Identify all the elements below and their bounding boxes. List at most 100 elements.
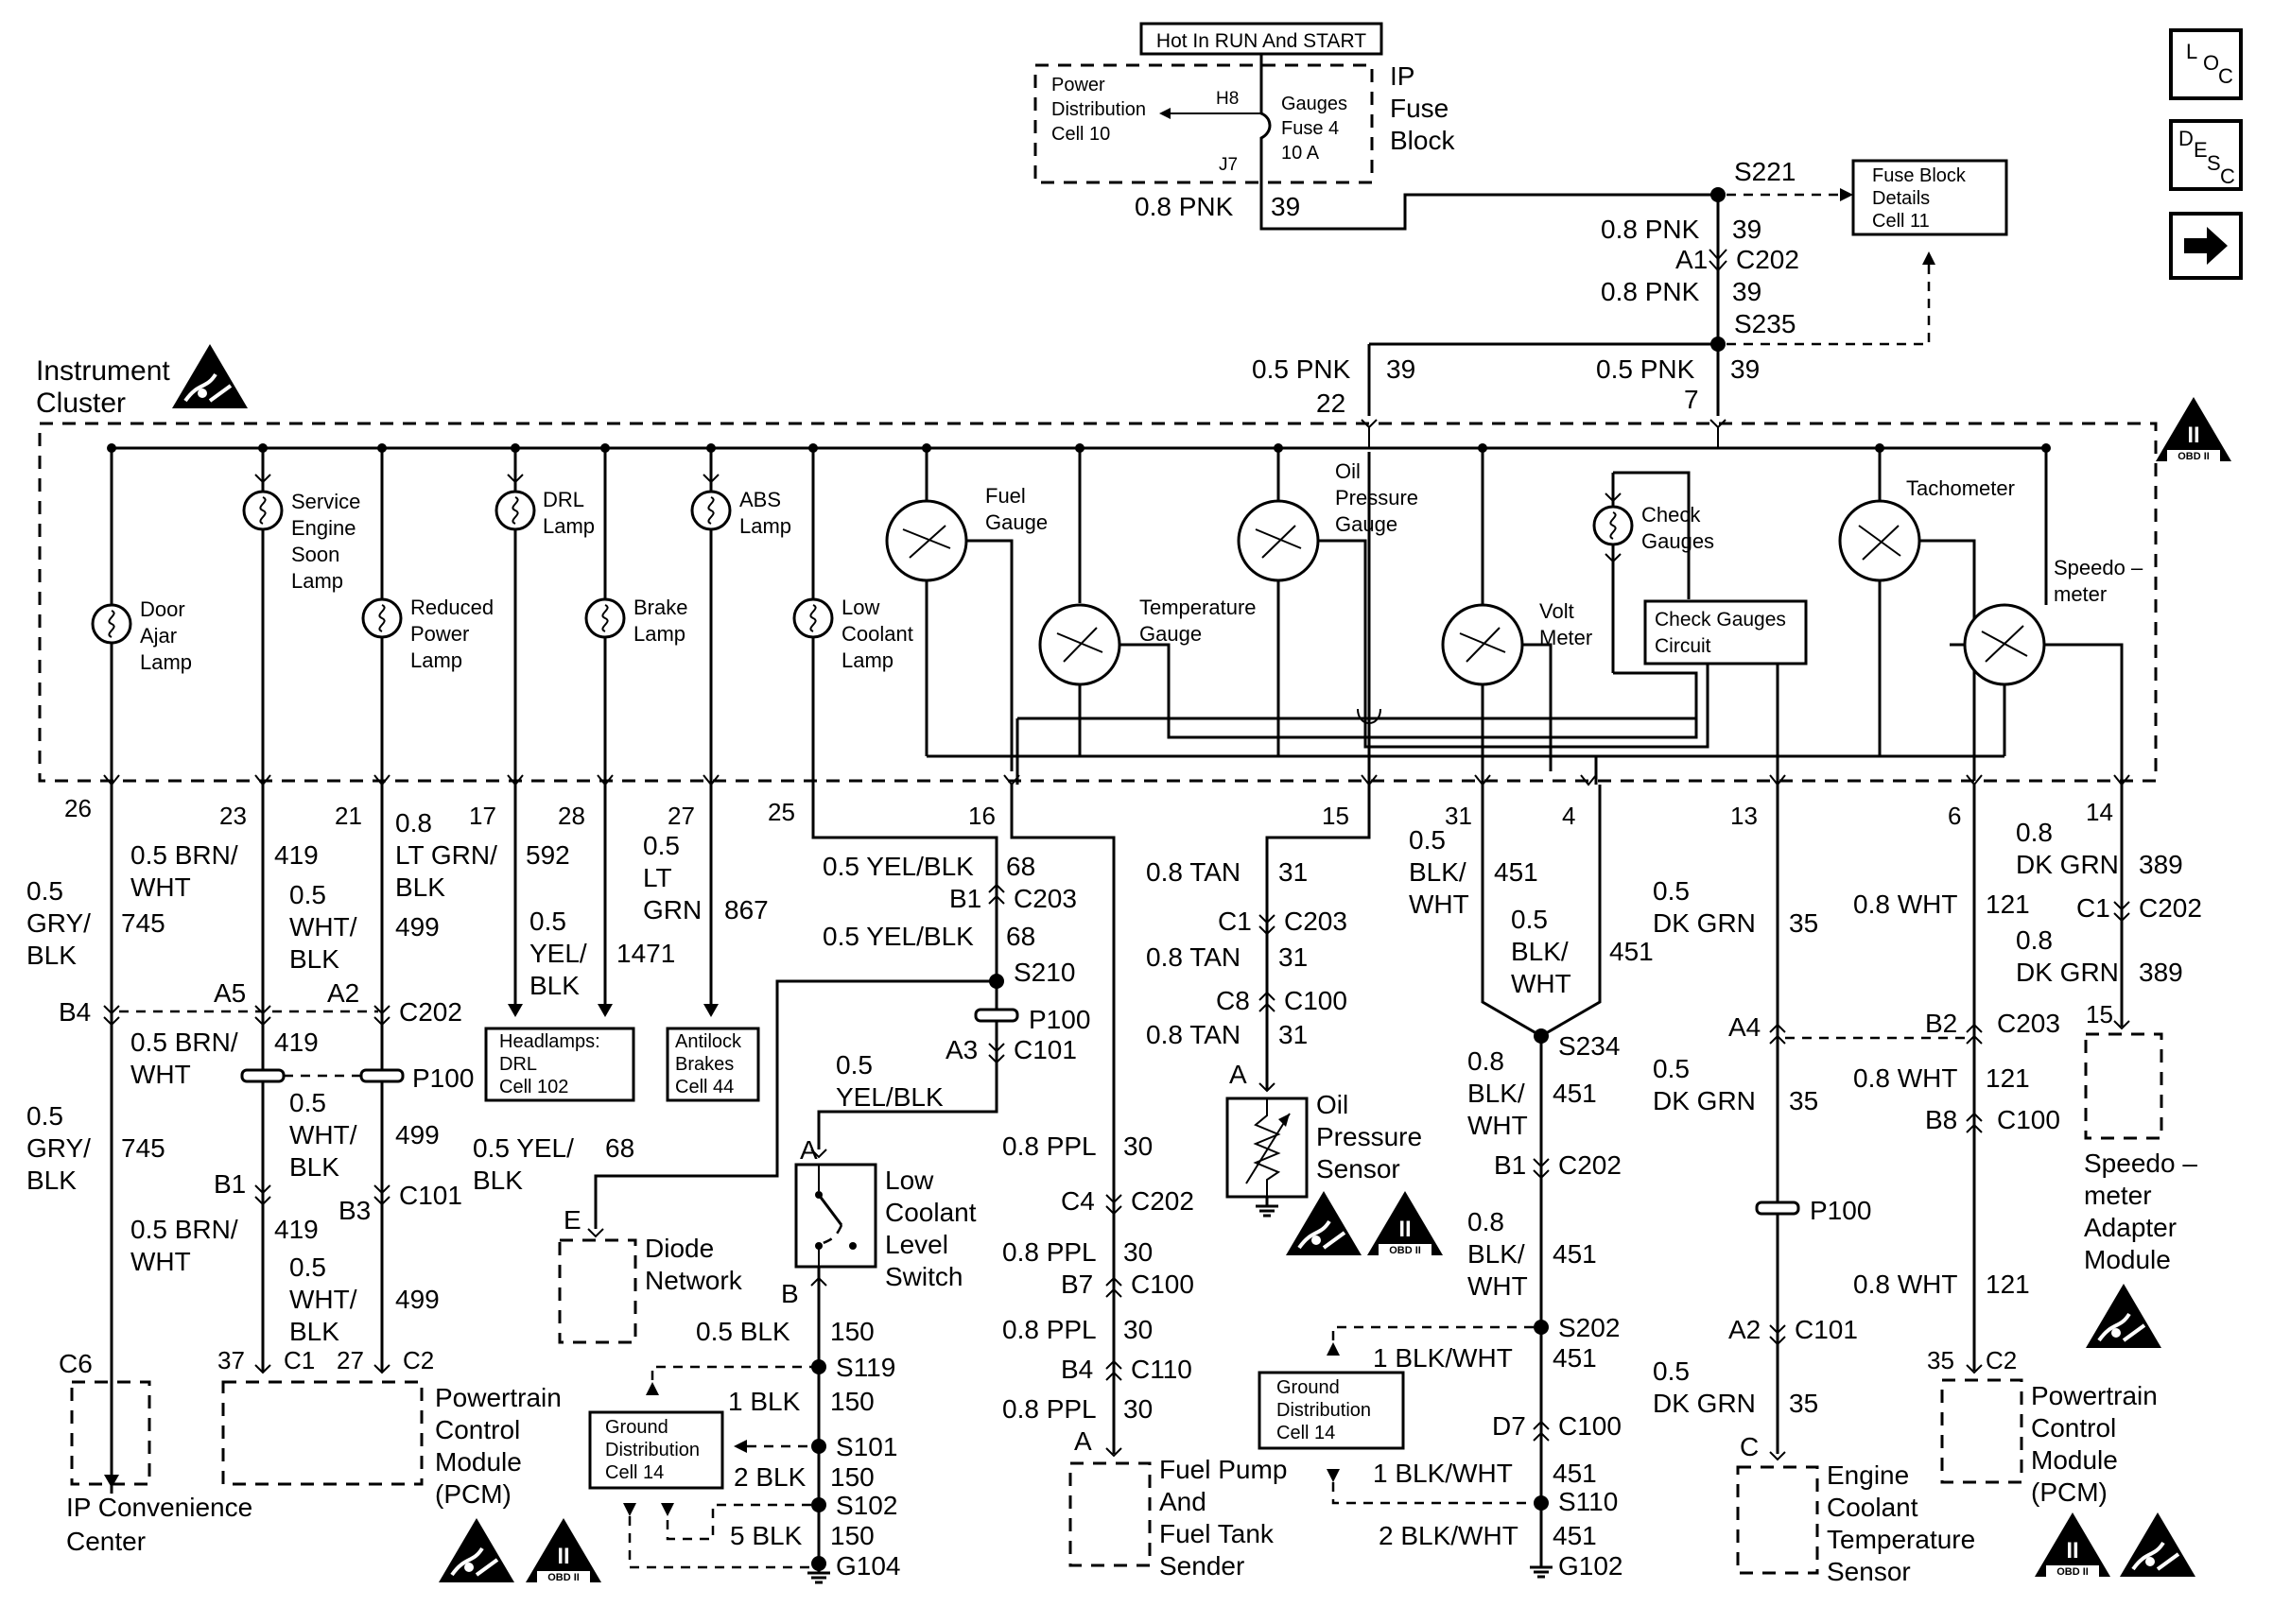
svg-text:451: 451 — [1553, 1239, 1597, 1269]
svg-text:0.8 WHT: 0.8 WHT — [1853, 1270, 1957, 1299]
svg-text:E: E — [2194, 138, 2208, 162]
svg-text:Module: Module — [2084, 1245, 2171, 1274]
svg-text:Fuel: Fuel — [985, 484, 1026, 508]
fuse-block-details: Fuse Block Details Cell 11 — [1851, 159, 2008, 236]
svg-text:Service: Service — [291, 490, 360, 513]
svg-text:C202: C202 — [1736, 245, 1799, 274]
svg-text:Door: Door — [140, 597, 185, 621]
svg-text:C100: C100 — [1131, 1270, 1194, 1299]
desc-button[interactable]: D E S C — [2169, 119, 2243, 191]
svg-text:Fuse Block: Fuse Block — [1872, 165, 1967, 186]
connector-c202-top — [1709, 249, 1727, 272]
svg-text:389: 389 — [2139, 958, 2183, 987]
svg-text:Brakes: Brakes — [675, 1054, 734, 1075]
reduced-power-lamp: Reduced Power Lamp — [361, 443, 494, 785]
svg-text:Temperature: Temperature — [1827, 1525, 1975, 1554]
svg-text:Pressure: Pressure — [1316, 1122, 1422, 1151]
svg-text:A2: A2 — [327, 978, 359, 1008]
svg-text:Engine: Engine — [1827, 1460, 1909, 1490]
svg-text:B3: B3 — [338, 1196, 371, 1225]
svg-text:0.5 YEL/: 0.5 YEL/ — [473, 1133, 574, 1163]
svg-text:S235: S235 — [1734, 309, 1796, 338]
svg-text:Control: Control — [2031, 1413, 2116, 1443]
svg-text:30: 30 — [1123, 1132, 1153, 1161]
svg-text:451: 451 — [1553, 1079, 1597, 1108]
svg-text:WHT: WHT — [130, 1060, 191, 1089]
svg-text:B1: B1 — [1494, 1150, 1526, 1180]
svg-text:13: 13 — [1730, 802, 1758, 830]
svg-text:WHT: WHT — [1467, 1111, 1528, 1140]
obd-ii-icon — [526, 1518, 601, 1583]
svg-text:0.5 BLK: 0.5 BLK — [696, 1317, 790, 1346]
svg-text:0.5: 0.5 — [289, 1088, 326, 1117]
svg-text:A5: A5 — [214, 978, 246, 1008]
svg-text:0.8 WHT: 0.8 WHT — [1853, 890, 1957, 919]
pcm-right-box — [1940, 1378, 2023, 1484]
svg-text:C202: C202 — [2139, 893, 2202, 923]
svg-text:A3: A3 — [946, 1035, 978, 1064]
low-coolant-level-switch: Low Coolant Level Switch — [794, 1163, 977, 1291]
svg-text:Gauges: Gauges — [1641, 529, 1714, 553]
svg-text:389: 389 — [2139, 850, 2183, 879]
svg-text:1471: 1471 — [616, 939, 675, 968]
svg-text:0.8: 0.8 — [2016, 818, 2053, 847]
svg-text:150: 150 — [830, 1462, 875, 1492]
svg-text:25: 25 — [768, 798, 795, 826]
ground-g104 — [806, 1562, 832, 1584]
svg-text:Module: Module — [2031, 1445, 2118, 1475]
svg-text:C2: C2 — [1986, 1346, 2017, 1374]
svg-text:451: 451 — [1553, 1459, 1597, 1488]
svg-text:0.5: 0.5 — [289, 880, 326, 909]
svg-text:C100: C100 — [1284, 986, 1347, 1015]
splice-s101 — [811, 1439, 826, 1454]
svg-text:15: 15 — [1322, 802, 1349, 830]
svg-text:C1: C1 — [1218, 907, 1252, 936]
ip-fuse-label-3: Block — [1390, 126, 1455, 155]
svg-text:0.5 BRN/: 0.5 BRN/ — [130, 1215, 238, 1244]
svg-text:31: 31 — [1445, 802, 1472, 830]
obd-ii-icon — [1367, 1191, 1443, 1256]
svg-text:30: 30 — [1123, 1315, 1153, 1344]
p100-left-b — [359, 1068, 405, 1083]
svg-text:419: 419 — [274, 1215, 319, 1244]
svg-text:0.5: 0.5 — [1409, 825, 1446, 855]
loc-button[interactable]: L O C — [2169, 28, 2243, 100]
svg-text:GRY/: GRY/ — [26, 908, 91, 938]
svg-text:C: C — [1740, 1432, 1759, 1461]
svg-text:C1: C1 — [284, 1346, 315, 1374]
svg-text:Distribution: Distribution — [1276, 1400, 1371, 1421]
svg-text:Power: Power — [410, 622, 469, 646]
svg-text:B: B — [781, 1279, 799, 1308]
svg-text:39: 39 — [1386, 354, 1415, 384]
p100-left-a — [240, 1068, 286, 1083]
svg-text:35: 35 — [1789, 1389, 1818, 1418]
oil-pressure-gauge: Oil Pressure Gauge — [1237, 443, 1709, 756]
door-ajar-lamp: Door Ajar Lamp — [91, 443, 192, 785]
svg-text:Cell 10: Cell 10 — [1051, 124, 1110, 145]
svg-text:A: A — [1229, 1060, 1247, 1089]
svg-text:Meter: Meter — [1539, 626, 1592, 649]
svg-text:C202: C202 — [399, 997, 462, 1027]
p100-right — [1755, 1201, 1800, 1216]
svg-text:16: 16 — [968, 802, 996, 830]
svg-text:Volt: Volt — [1539, 599, 1574, 623]
svg-text:17: 17 — [469, 802, 496, 830]
abs-lamp: ABS Lamp — [690, 443, 791, 785]
svg-text:30: 30 — [1123, 1237, 1153, 1267]
next-arrow-button[interactable] — [2169, 212, 2243, 280]
svg-text:Coolant: Coolant — [842, 622, 913, 646]
svg-text:S119: S119 — [836, 1353, 895, 1382]
svg-text:WHT: WHT — [130, 872, 191, 902]
p100-s210 — [974, 1008, 1019, 1023]
esd-icon — [1284, 1189, 1363, 1257]
svg-text:Lamp: Lamp — [739, 514, 791, 538]
svg-text:WHT/: WHT/ — [289, 1120, 357, 1149]
svg-text:0.8 TAN: 0.8 TAN — [1146, 1020, 1241, 1049]
svg-text:Powertrain: Powertrain — [2031, 1381, 2158, 1410]
hot-in-run-start: Hot In RUN And START — [1139, 22, 1383, 56]
fuel-pump-box — [1068, 1461, 1152, 1567]
svg-text:Instrument: Instrument — [36, 355, 170, 387]
svg-text:0.8: 0.8 — [2016, 925, 2053, 955]
svg-text:68: 68 — [1006, 922, 1035, 951]
